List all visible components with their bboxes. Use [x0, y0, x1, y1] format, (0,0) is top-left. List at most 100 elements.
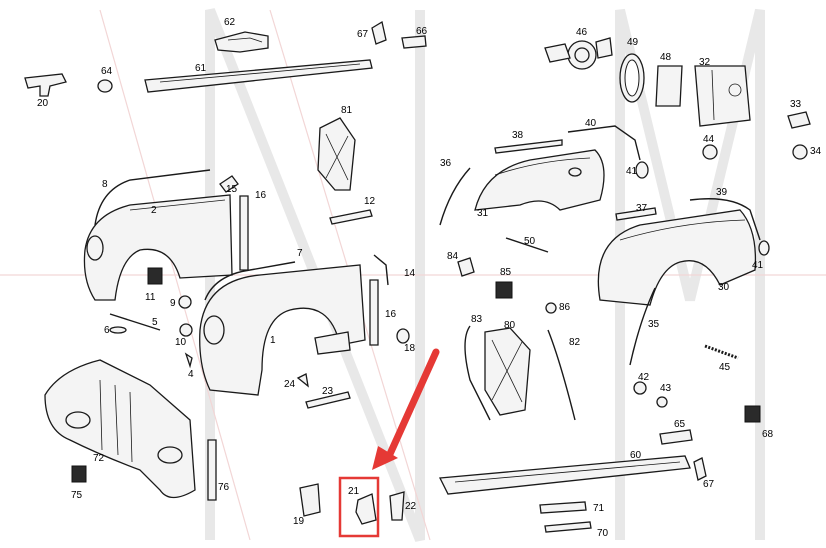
- part-19: [299, 483, 321, 517]
- label-31: 31: [477, 208, 489, 219]
- label-35: 35: [648, 319, 660, 330]
- part-43: [656, 396, 668, 408]
- part-15: [219, 175, 239, 193]
- part-16-right: [369, 279, 379, 346]
- part-84: [457, 257, 475, 277]
- part-48: [655, 65, 683, 107]
- label-67-bottom: 67: [703, 479, 715, 490]
- part-65: [659, 429, 693, 445]
- part-71: [539, 501, 587, 514]
- part-40: [567, 125, 641, 161]
- part-35: [629, 287, 656, 366]
- highlight-box: [338, 476, 380, 538]
- label-32: 32: [699, 57, 711, 68]
- label-75: 75: [71, 490, 83, 501]
- label-81: 81: [341, 105, 353, 116]
- part-11: [147, 267, 163, 285]
- label-11: 11: [145, 292, 156, 303]
- part-81: [317, 117, 356, 191]
- label-9: 9: [170, 298, 176, 309]
- label-5: 5: [152, 317, 158, 328]
- label-85: 85: [500, 267, 512, 278]
- label-36: 36: [440, 158, 452, 169]
- label-2: 2: [151, 205, 157, 216]
- label-18: 18: [404, 343, 416, 354]
- part-85: [495, 281, 513, 299]
- label-60: 60: [630, 450, 642, 461]
- label-19: 19: [293, 516, 305, 527]
- part-36: [439, 167, 471, 226]
- part-64: [97, 79, 113, 93]
- label-71: 71: [593, 503, 605, 514]
- label-39: 39: [716, 187, 728, 198]
- label-83: 83: [471, 314, 483, 325]
- part-37: [615, 207, 657, 221]
- label-80: 80: [504, 320, 516, 331]
- label-43: 43: [660, 383, 672, 394]
- label-23: 23: [322, 386, 334, 397]
- label-6: 6: [104, 325, 110, 336]
- label-64: 64: [101, 66, 113, 77]
- part-30: [597, 209, 757, 306]
- part-labels: 62 61 20 64 67 66 46 49 48 32 33 34 44 3…: [37, 17, 822, 539]
- label-33: 33: [790, 99, 802, 110]
- part-50: [505, 237, 549, 253]
- label-49: 49: [627, 37, 639, 48]
- label-8: 8: [102, 179, 108, 190]
- label-76: 76: [218, 482, 230, 493]
- part-21: [355, 493, 377, 525]
- part-41-top: [635, 161, 649, 179]
- part-7: [204, 261, 296, 301]
- part-39: [689, 198, 761, 241]
- label-16-right: 16: [385, 309, 397, 320]
- part-82: [547, 329, 576, 421]
- part-33: [787, 111, 811, 129]
- label-37: 37: [636, 203, 648, 214]
- part-41-right: [758, 240, 770, 256]
- label-10: 10: [175, 337, 187, 348]
- part-45: [704, 344, 739, 360]
- part-12: [329, 209, 373, 225]
- part-1: [199, 264, 366, 396]
- label-61: 61: [195, 63, 207, 74]
- label-20: 20: [37, 98, 49, 109]
- part-68: [744, 405, 761, 423]
- part-10: [179, 323, 193, 337]
- label-4: 4: [188, 369, 194, 380]
- label-14: 14: [404, 268, 416, 279]
- part-22: [389, 491, 405, 521]
- label-24: 24: [284, 379, 296, 390]
- part-80: [484, 327, 531, 416]
- label-65: 65: [674, 419, 686, 430]
- label-30: 30: [718, 282, 730, 293]
- label-62: 62: [224, 17, 236, 28]
- label-46: 46: [576, 27, 588, 38]
- part-62: [214, 31, 269, 53]
- label-50: 50: [524, 236, 536, 247]
- label-21: 21: [348, 486, 360, 497]
- part-67-top: [371, 20, 387, 45]
- label-41-top: 41: [626, 166, 638, 177]
- part-38: [494, 139, 563, 154]
- part-9: [178, 295, 192, 309]
- label-68: 68: [762, 429, 774, 440]
- part-24: [296, 373, 309, 388]
- label-1: 1: [270, 335, 276, 346]
- part-6: [109, 326, 127, 334]
- label-41-right: 41: [752, 260, 764, 271]
- label-22: 22: [405, 501, 417, 512]
- label-67-top: 67: [357, 29, 369, 40]
- part-46: [544, 37, 613, 70]
- label-42: 42: [638, 372, 650, 383]
- part-5: [109, 313, 161, 331]
- part-75: [71, 465, 87, 483]
- part-23: [305, 391, 351, 409]
- part-44: [702, 144, 718, 160]
- label-72: 72: [93, 453, 105, 464]
- label-82: 82: [569, 337, 581, 348]
- part-61: [144, 59, 373, 93]
- part-31: [474, 149, 605, 211]
- part-60: [438, 455, 691, 495]
